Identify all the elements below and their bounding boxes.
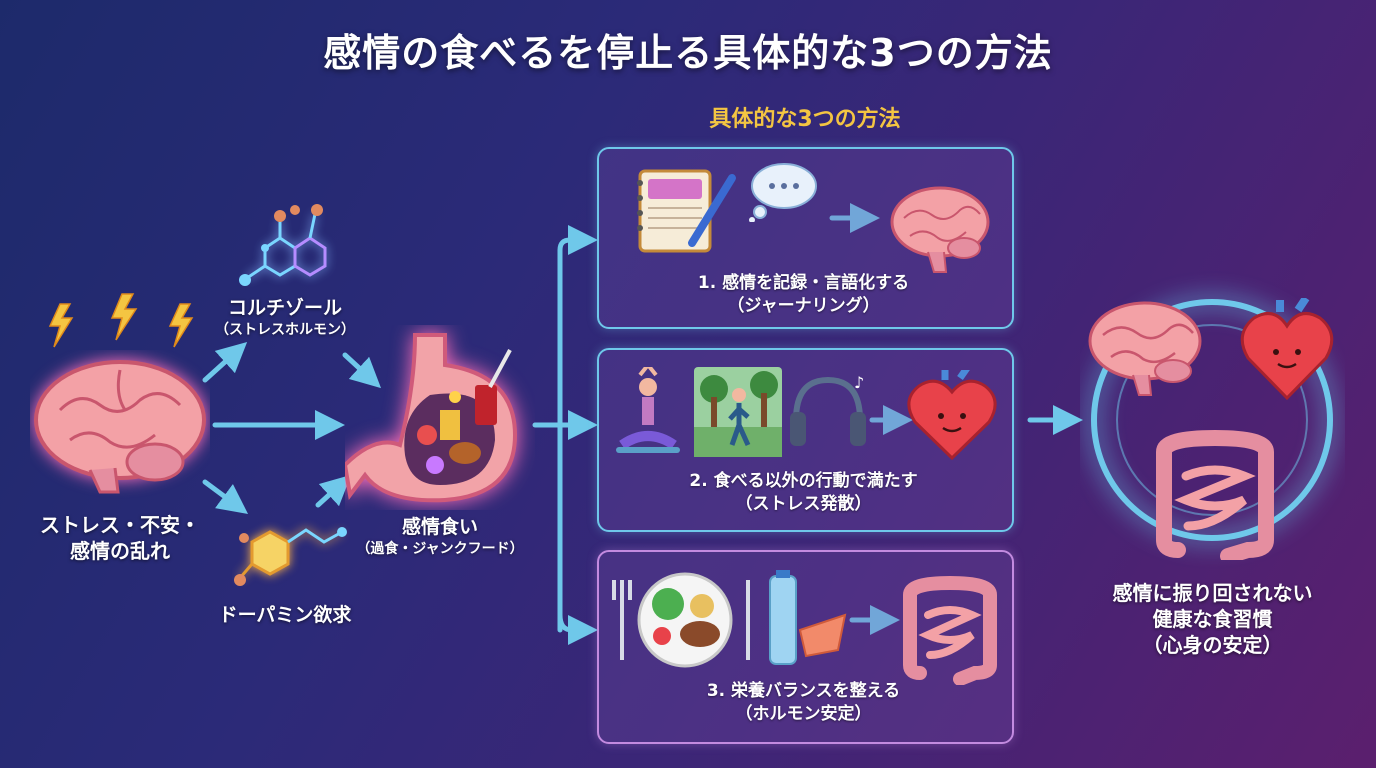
stomach-icon [345, 333, 518, 503]
arrow-branch-3 [557, 612, 598, 645]
stress-label-line2: 感情の乱れ [70, 539, 170, 563]
arrow-to-dopamine [202, 479, 249, 514]
result-line3: （心身の安定） [1142, 633, 1283, 657]
walking-icon [694, 367, 782, 457]
methods-subtitle: 具体的な3つの方法 [709, 107, 901, 132]
stress-label: ストレス・不安・ 感情の乱れ [20, 512, 220, 564]
result-label: 感情に振り回されない 健康な食習慣 （心身の安定） [1070, 580, 1355, 658]
cortisol-text: コルチゾール [227, 297, 342, 319]
method-1-label: 1. 感情を記録・言語化する （ジャーナリング） [597, 272, 1010, 318]
method-1-sub: （ジャーナリング） [727, 295, 880, 316]
salmon-icon [798, 613, 847, 658]
method-2-sub: （ストレス発散） [735, 493, 872, 514]
arrow-to-cortisol [202, 341, 248, 383]
method-2-title: 2. 食べる以外の行動で満たす [689, 471, 918, 491]
result-heart-icon [1240, 298, 1334, 401]
stress-label-line1: ストレス・不安・ [40, 513, 200, 537]
result-line1: 感情に振り回されない [1112, 581, 1313, 605]
lightning-icon [48, 293, 194, 348]
dopamine-molecule-icon [234, 527, 347, 586]
cortisol-label: コルチゾール （ストレスホルモン） [195, 296, 375, 339]
method-3-label: 3. 栄養バランスを整える （ホルモン安定） [597, 680, 1010, 726]
page-title: 感情の食べるを停止る具体的な3つの方法 [323, 31, 1053, 75]
headphones-icon: ♪ [790, 373, 866, 446]
method-3-title: 3. 栄養バランスを整える [706, 681, 901, 701]
heart-icon [907, 370, 997, 461]
emotional-eating-text: 感情食い [401, 516, 478, 538]
emotional-eating-label: 感情食い （過食・ジャンクフード） [335, 515, 545, 558]
emotional-eating-sub: （過食・ジャンクフード） [356, 540, 524, 557]
molecule-icon [239, 204, 327, 286]
result-brain-icon [1088, 301, 1202, 396]
cortisol-sub: （ストレスホルモン） [215, 321, 355, 338]
result-glow-ring [1091, 299, 1333, 541]
thought-bubble-icon [749, 163, 817, 222]
arrow-cortisol-to-eating [342, 352, 382, 389]
svg-text:♪: ♪ [854, 373, 864, 392]
result-intestine-icon [1156, 430, 1274, 560]
arrow-branch-1 [557, 225, 598, 633]
method-3-sub: （ホルモン安定） [735, 703, 872, 724]
result-line2: 健康な食習慣 [1152, 607, 1273, 631]
arrow-dopamine-to-eating [315, 474, 352, 508]
water-bottle-icon [769, 575, 797, 665]
journal-icon [637, 169, 736, 253]
brain-icon [890, 186, 990, 273]
yoga-icon [616, 367, 680, 453]
brain-icon [34, 360, 206, 494]
dopamine-label: ドーパミン欲求 [218, 604, 352, 626]
intestine-icon [903, 575, 997, 685]
method-2-label: 2. 食べる以外の行動で満たす （ストレス発散） [597, 470, 1010, 516]
plate-icon [612, 570, 847, 668]
method-1-title: 1. 感情を記録・言語化する [697, 273, 910, 293]
